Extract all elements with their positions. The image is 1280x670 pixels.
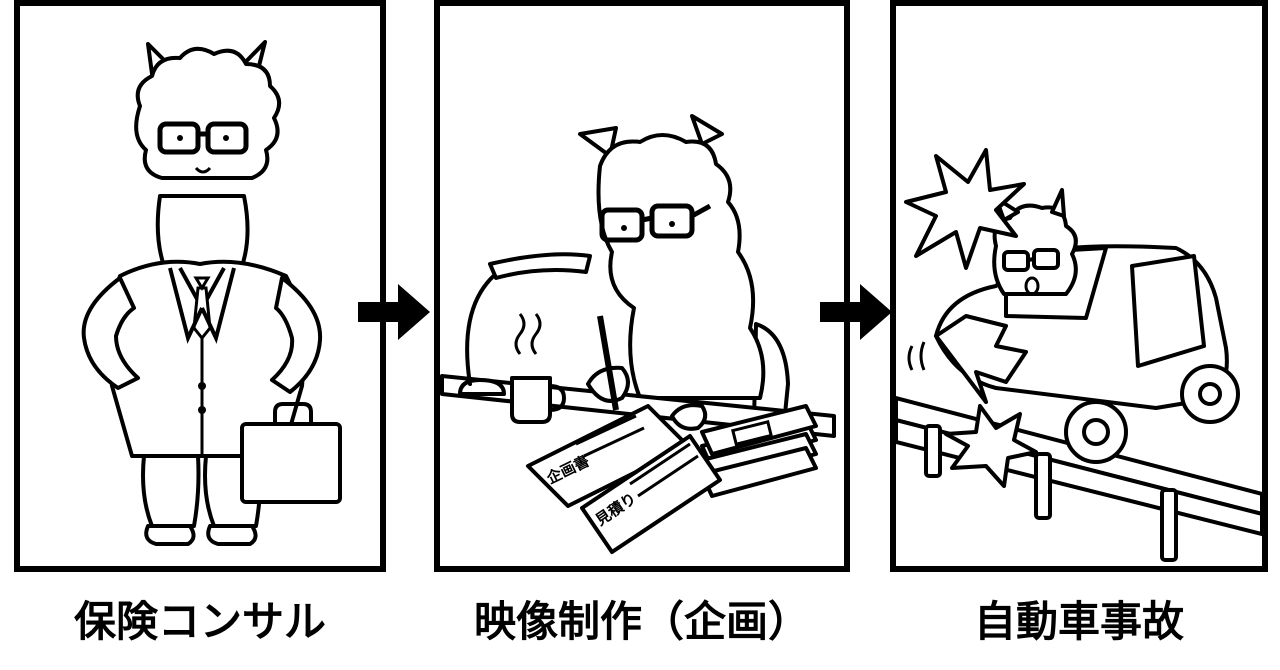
car-accident-illustration xyxy=(896,148,1262,562)
panel-insurance-consultant xyxy=(14,0,386,572)
caption-insurance-consultant: 保険コンサル xyxy=(73,597,326,646)
arrow-right-icon xyxy=(820,284,892,340)
caption-video-production: 映像制作（企画） xyxy=(473,597,810,646)
alpaca-planner-illustration: 企画書 見積り xyxy=(440,114,836,554)
caption-car-accident: 自動車事故 xyxy=(973,597,1184,646)
panel-video-production: 企画書 見積り xyxy=(434,0,850,572)
panel-car-accident xyxy=(890,0,1268,572)
alpaca-consultant-illustration xyxy=(81,40,342,546)
arrow-right-icon xyxy=(358,284,430,340)
